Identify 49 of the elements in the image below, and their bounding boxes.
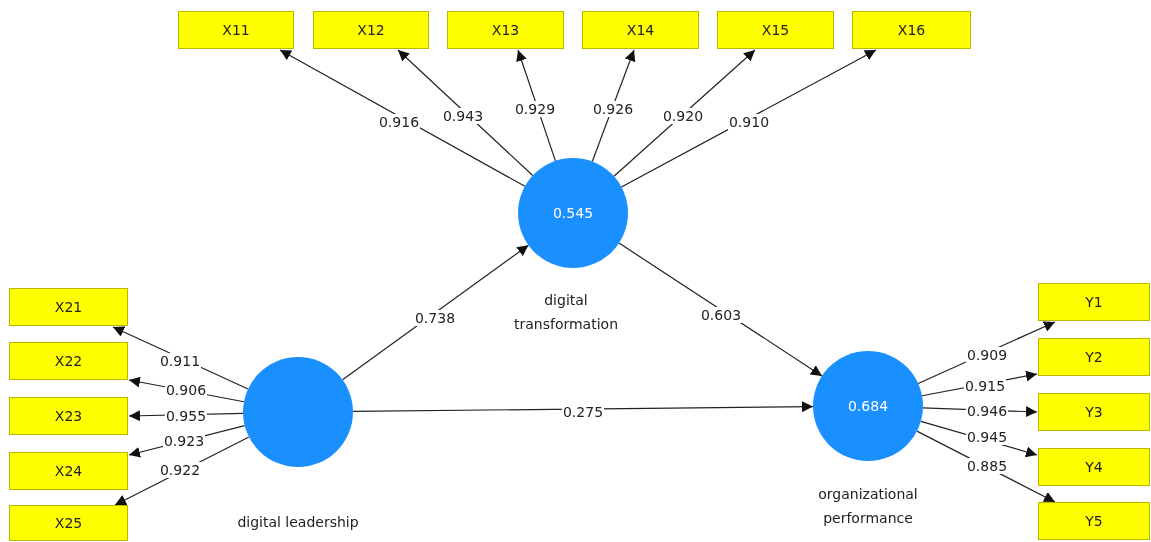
arrow — [516, 49, 556, 162]
indicator-box: X12 — [313, 11, 429, 49]
r-squared-value: 0.684 — [847, 398, 889, 414]
edge-label: 0.738 — [413, 310, 457, 326]
arrow — [341, 244, 530, 381]
construct-label: digital leadership — [236, 513, 360, 532]
edge-label: 0.916 — [377, 114, 421, 130]
arrow — [618, 242, 823, 377]
edge-label: 0.920 — [661, 108, 705, 124]
edge-label: 0.929 — [513, 101, 557, 117]
indicator-box: Y5 — [1038, 502, 1150, 540]
indicator-box: Y2 — [1038, 338, 1150, 376]
arrow — [613, 49, 756, 177]
indicator-box: X11 — [178, 11, 294, 49]
indicator-box: X24 — [9, 452, 128, 490]
indicator-box: X13 — [447, 11, 564, 49]
indicator-box: X23 — [9, 397, 128, 435]
edge-label: 0.885 — [965, 458, 1009, 474]
arrow — [620, 49, 877, 188]
indicator-box: X21 — [9, 288, 128, 326]
indicator-box: X22 — [9, 342, 128, 380]
arrow — [591, 49, 636, 163]
edge-label: 0.910 — [727, 114, 771, 130]
indicator-box: X14 — [582, 11, 699, 49]
arrow — [279, 49, 526, 187]
edge-label: 0.906 — [164, 382, 208, 398]
arrow — [397, 49, 534, 177]
edge-label: 0.945 — [965, 429, 1009, 445]
indicator-box: X15 — [717, 11, 834, 49]
r-squared-value: 0.545 — [552, 205, 594, 221]
indicator-box: X25 — [9, 505, 128, 541]
indicator-box: X16 — [852, 11, 971, 49]
edge-label: 0.923 — [162, 433, 206, 449]
construct-label: organizational performance — [817, 485, 919, 528]
edge-label: 0.926 — [591, 101, 635, 117]
construct-label: digital transformation — [513, 291, 619, 334]
indicator-box: Y3 — [1038, 393, 1150, 431]
edge-label: 0.915 — [963, 378, 1007, 394]
edge-label: 0.603 — [699, 307, 743, 323]
edge-label: 0.909 — [965, 347, 1009, 363]
edge-label: 0.911 — [158, 353, 202, 369]
edge-label: 0.943 — [441, 108, 485, 124]
edge-label: 0.922 — [158, 462, 202, 478]
edge-label: 0.275 — [561, 404, 605, 420]
indicator-box: Y1 — [1038, 283, 1150, 321]
indicator-box: Y4 — [1038, 448, 1150, 486]
arrow — [352, 401, 814, 413]
edge-label: 0.946 — [965, 403, 1009, 419]
edge-label: 0.955 — [164, 408, 208, 424]
